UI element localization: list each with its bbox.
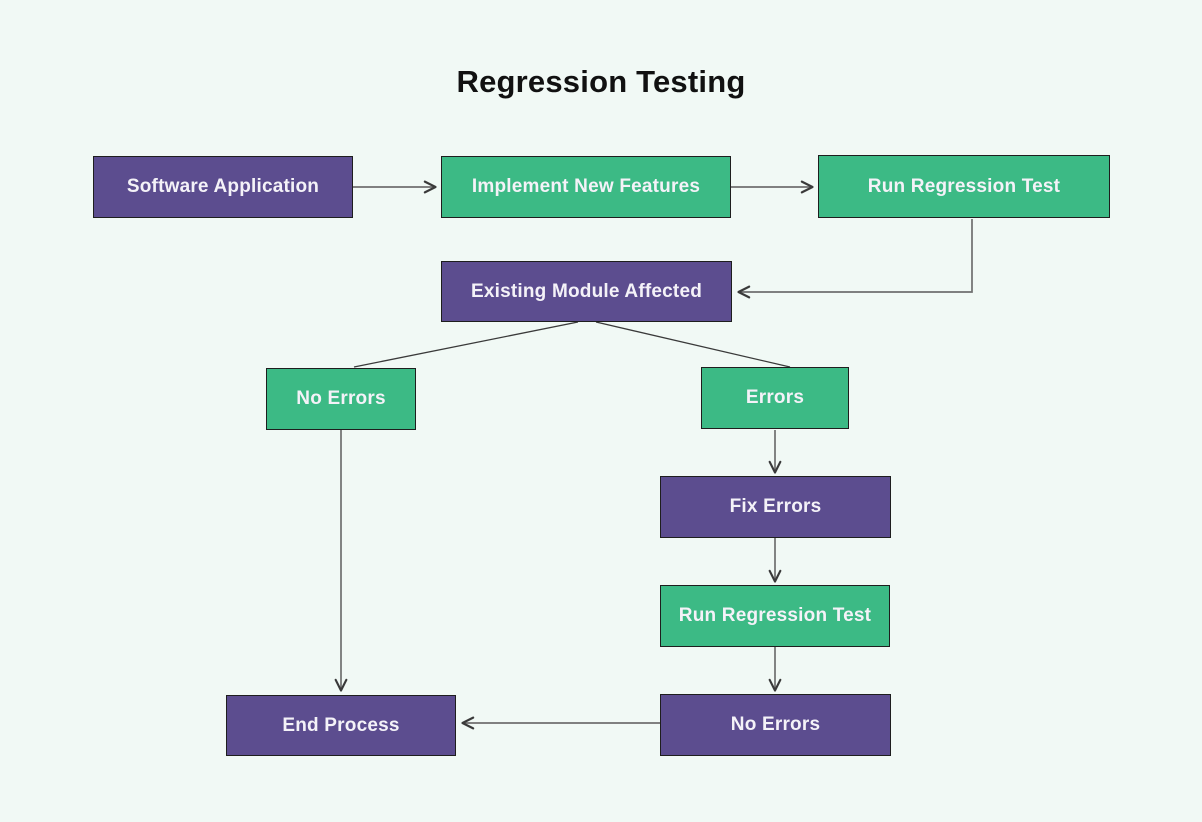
- node-existing-module-affected: Existing Module Affected: [441, 261, 732, 322]
- node-implement-new-features: Implement New Features: [441, 156, 731, 218]
- node-no-errors-branch: No Errors: [266, 368, 416, 430]
- edge-existing-module-to-no-errors: [353, 321, 579, 368]
- node-fix-errors: Fix Errors: [660, 476, 891, 538]
- node-software-application: Software Application: [93, 156, 353, 218]
- edge-run-regression-to-existing-module: [737, 219, 973, 299]
- page-title: Regression Testing: [456, 64, 746, 99]
- node-no-errors-final: No Errors: [660, 694, 891, 756]
- node-errors: Errors: [701, 367, 849, 429]
- node-run-regression-test-1: Run Regression Test: [818, 155, 1110, 218]
- node-run-regression-test-2: Run Regression Test: [660, 585, 890, 647]
- node-end-process: End Process: [226, 695, 456, 756]
- edge-existing-module-to-errors: [595, 321, 791, 368]
